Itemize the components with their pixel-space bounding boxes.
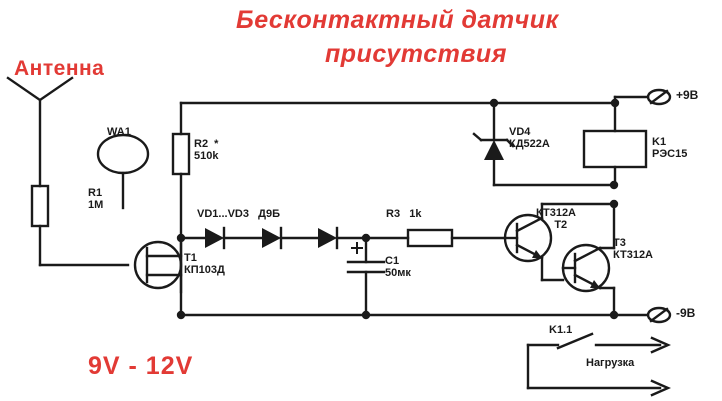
diode-vd2 — [262, 226, 283, 250]
transistor-t2-npn — [503, 202, 616, 282]
transistor-t1-jfet — [133, 236, 183, 294]
label-t3: T3 КТ312А — [613, 237, 654, 261]
diode-vd3 — [318, 226, 339, 250]
label-wa1: WA1 — [107, 126, 131, 138]
label-r3: R3 1k — [386, 208, 422, 220]
relay-coil-k1-body — [582, 129, 648, 169]
resistor-r2-body — [171, 132, 191, 176]
capacitor-c1 — [346, 236, 386, 317]
label-c1: C1 50мк — [385, 255, 411, 279]
label-load: Нагрузка — [586, 357, 635, 369]
label-t1: T1 КП103Д — [184, 252, 225, 276]
terminal-plus-symbol — [646, 88, 672, 106]
label-t2: КТ312А T2 — [536, 207, 577, 231]
label-r2: R2 * 510k — [194, 138, 219, 162]
diode-vd4 — [472, 101, 616, 187]
label-vd4: VD4 КД522А — [509, 126, 550, 150]
label-diodes-vd1-vd3: VD1...VD3 Д9Б — [197, 208, 280, 220]
page-title-line-2: присутствия — [325, 40, 507, 68]
label-terminal-plus: +9В — [676, 88, 699, 102]
supply-voltage-label: 9V - 12V — [88, 352, 194, 380]
page-title-line-1: Бесконтактный датчик — [236, 6, 559, 34]
diode-vd1 — [205, 226, 226, 250]
resistor-r1-body — [30, 184, 50, 228]
label-k1-1: K1.1 — [549, 324, 573, 336]
antenna-heading: Антенна — [14, 57, 105, 80]
relay-contact-k1-1 — [526, 332, 671, 397]
resistor-r3-body — [406, 228, 454, 248]
loop-antenna-wa1 — [96, 133, 150, 210]
antenna-symbol — [6, 76, 74, 188]
terminal-minus-symbol — [646, 306, 672, 324]
label-r1: R1 1М — [88, 187, 104, 211]
transistor-t3-npn — [561, 202, 616, 317]
label-k1: K1 РЭС15 — [652, 136, 688, 160]
label-terminal-minus: -9В — [676, 306, 696, 320]
junction-dots — [176, 98, 620, 320]
